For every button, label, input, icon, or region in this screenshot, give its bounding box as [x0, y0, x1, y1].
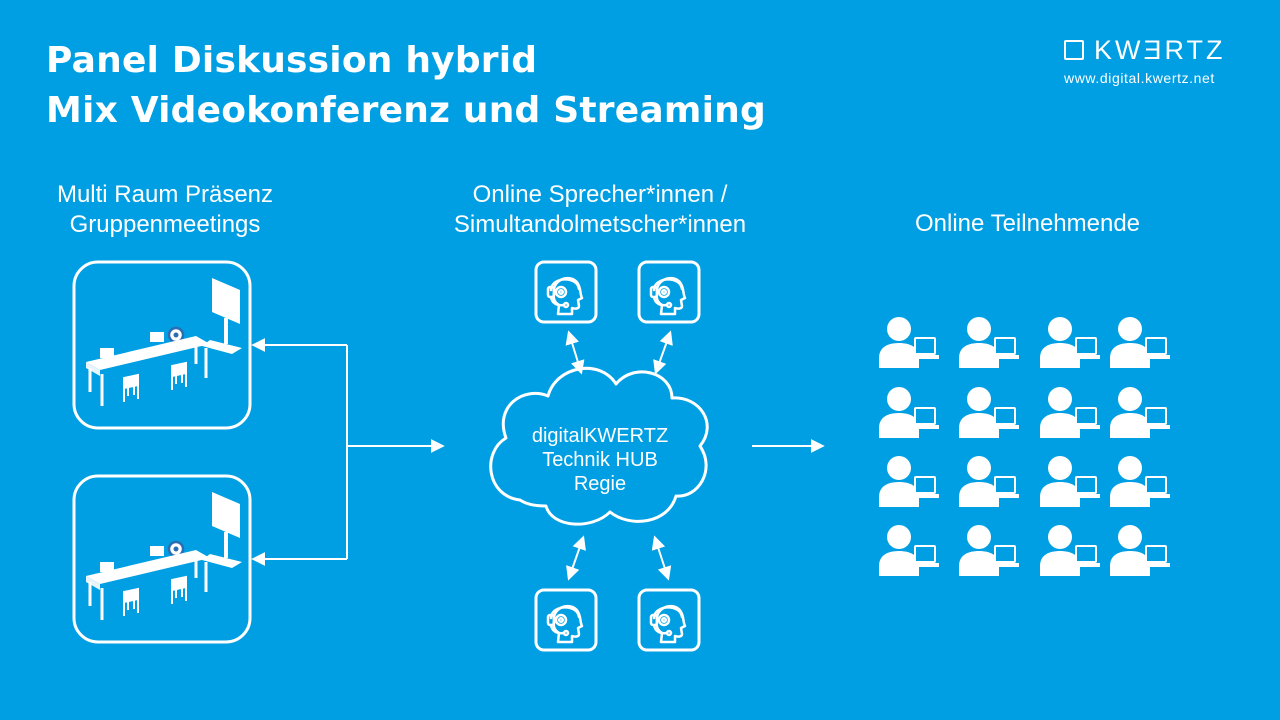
kwertz-logo[interactable]: KWƎRTZ www.digital.kwertz.net [1064, 36, 1234, 86]
logo-square-icon [1064, 40, 1084, 60]
meeting-room-icon-1 [72, 260, 252, 430]
page-title: Panel Diskussion hybrid Mix Videokonfere… [46, 36, 766, 136]
logo-url: www.digital.kwertz.net [1064, 70, 1215, 86]
title-line-2: Mix Videokonferenz und Streaming [46, 90, 766, 131]
rooms-heading: Multi Raum Präsenz Gruppenmeetings [56, 181, 274, 238]
participant-grid [879, 316, 1170, 576]
hub-label: digitalKWERTZ Technik HUB Regie [490, 424, 710, 496]
participant-icon [1110, 455, 1170, 507]
participant-icon [1040, 386, 1100, 438]
participants-heading: Online Teilnehmende [914, 210, 1141, 237]
logo-brand: KWƎRTZ [1094, 35, 1226, 65]
title-line-1: Panel Diskussion hybrid [46, 40, 538, 81]
participant-icon [1040, 316, 1100, 368]
participant-icon [1040, 455, 1100, 507]
participant-icon [879, 386, 939, 438]
participant-icon [959, 386, 1019, 438]
hub-label-line-3: Regie [573, 473, 627, 495]
participant-icon [1110, 386, 1170, 438]
speaker-arrows [565, 330, 673, 581]
hub-label-line-1: digitalKWERTZ [531, 425, 669, 447]
participant-icon [879, 455, 939, 507]
participant-icon [959, 524, 1019, 576]
speaker-icon-top-right [637, 260, 701, 324]
participant-icon [1110, 316, 1170, 368]
participant-icon [959, 455, 1019, 507]
participant-icon [1040, 524, 1100, 576]
participant-icon [879, 524, 939, 576]
participant-icon [959, 316, 1019, 368]
meeting-room-icon-2 [72, 474, 252, 644]
hub-label-line-2: Technik HUB [542, 449, 658, 471]
speaker-icon-top-left [534, 260, 598, 324]
hub-cloud [489, 366, 709, 526]
participant-icon [1110, 524, 1170, 576]
speaker-icon-bottom-right [637, 588, 701, 652]
room-connector [251, 338, 445, 566]
speaker-icon-bottom-left [534, 588, 598, 652]
speakers-heading: Online Sprecher*innen / Simultandolmetsc… [453, 181, 747, 238]
participant-icon [879, 316, 939, 368]
